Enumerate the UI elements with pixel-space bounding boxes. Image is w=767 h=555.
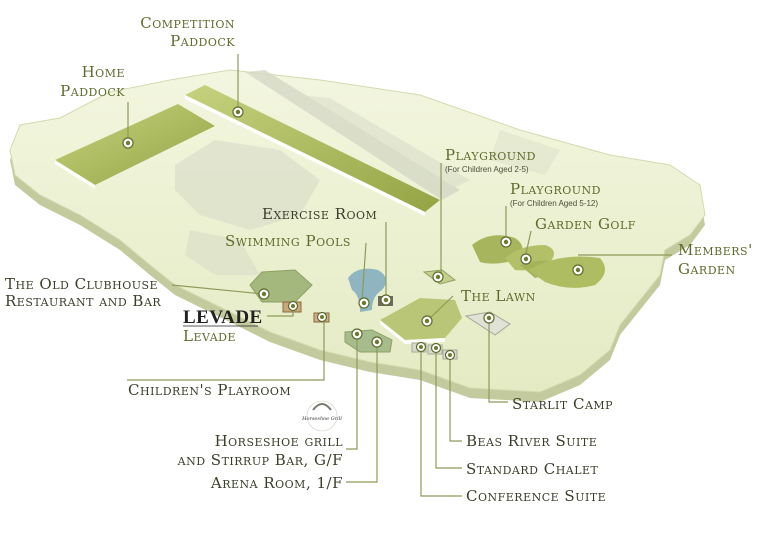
label-beas-river[interactable]: Beas River Suite [466, 432, 597, 450]
label-childrens-playroom[interactable]: Children's Playroom [128, 381, 291, 399]
swimming-pool-area[interactable] [348, 268, 387, 312]
label-starlit-camp[interactable]: Starlit Camp [512, 395, 613, 413]
label-conference-suite[interactable]: Conference Suite [466, 487, 606, 505]
label-playground-2-5[interactable]: Playground [445, 146, 536, 164]
pin-members-garden[interactable] [572, 264, 584, 276]
label-exercise-room[interactable]: Exercise Room [262, 205, 377, 223]
the-lawn-area[interactable] [380, 298, 462, 340]
label-competition-paddock-1[interactable]: Competition [140, 14, 235, 32]
label-arena-room[interactable]: Arena Room, 1/F [210, 474, 343, 492]
pin-arena-room[interactable] [371, 336, 383, 348]
pin-standard-chalet[interactable] [430, 342, 442, 354]
label-members-garden-1[interactable]: Members' [678, 241, 753, 259]
pin-home-paddock[interactable] [122, 137, 134, 149]
label-standard-chalet[interactable]: Standard Chalet [466, 460, 599, 478]
horseshoe-logo-text: Horseshoe Grill [301, 416, 342, 422]
pin-horseshoe-grill[interactable] [351, 328, 363, 340]
pin-garden-golf[interactable] [520, 253, 532, 265]
pin-playground-5-12[interactable] [500, 236, 512, 248]
home-paddock-area[interactable] [55, 104, 215, 185]
pin-competition-paddock[interactable] [232, 106, 244, 118]
competition-paddock-area[interactable] [185, 85, 440, 212]
leader-lines [127, 54, 672, 497]
label-home-paddock-1[interactable]: Home [82, 63, 125, 81]
levade-logo: LEVADE [183, 307, 263, 328]
label-playground-5-12-sub: (For Children Aged 5-12) [510, 199, 598, 208]
pin-childrens-playroom[interactable] [316, 311, 328, 323]
pin-exercise-room[interactable] [380, 294, 392, 306]
label-swimming-pools[interactable]: Swimming Pools [225, 232, 351, 250]
label-the-lawn[interactable]: The Lawn [461, 287, 536, 305]
pin-playground-2-5[interactable] [432, 271, 444, 283]
label-clubhouse-2[interactable]: Restaurant and Bar [5, 292, 161, 310]
map-labels: Competition Paddock Home Paddock Playgro… [5, 14, 753, 505]
label-playground-5-12[interactable]: Playground [510, 180, 601, 198]
pin-beas-river[interactable] [444, 349, 456, 361]
label-clubhouse-1[interactable]: The Old Clubhouse [5, 275, 158, 293]
label-members-garden-2[interactable]: Garden [678, 260, 736, 278]
label-horseshoe-2[interactable]: and Stirrup Bar, G/F [177, 451, 343, 469]
label-playground-2-5-sub: (For Children Aged 2-5) [445, 165, 529, 174]
horseshoe-grill-logo: Horseshoe Grill [301, 400, 342, 432]
members-garden-area[interactable] [528, 256, 605, 288]
pin-the-lawn[interactable] [421, 315, 433, 327]
label-levade[interactable]: Levade [183, 327, 236, 345]
pin-swimming-pools[interactable] [358, 297, 370, 309]
pin-starlit-camp[interactable] [483, 312, 495, 324]
background-features [175, 70, 560, 275]
label-horseshoe-1[interactable]: Horseshoe grill [215, 432, 344, 450]
land [9, 69, 706, 393]
pin-clubhouse[interactable] [258, 288, 270, 300]
label-competition-paddock-2[interactable]: Paddock [170, 32, 235, 50]
pin-conference-suite[interactable] [415, 341, 427, 353]
pin-levade[interactable] [287, 300, 299, 312]
label-garden-golf[interactable]: Garden Golf [535, 215, 636, 233]
label-home-paddock-2[interactable]: Paddock [60, 82, 125, 100]
map-pins [122, 106, 584, 361]
